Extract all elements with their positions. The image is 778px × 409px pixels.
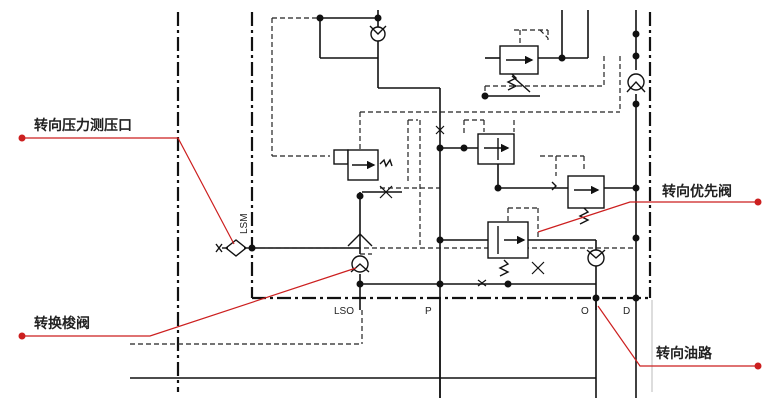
upper-relief-valve xyxy=(499,45,539,93)
port-labels: LSM LSO P O D xyxy=(239,213,630,317)
callout-labels: 转向压力测压口 转向优先阀 转换梭阀 转向油路 xyxy=(34,117,732,362)
junction-dots xyxy=(248,14,640,302)
top-check-valve xyxy=(369,25,387,42)
port-label-d: D xyxy=(623,306,630,317)
callout-line-oil-line xyxy=(597,305,758,367)
callout-line-priority-valve xyxy=(537,201,758,233)
callout-label-test-port: 转向压力测压口 xyxy=(34,117,132,134)
callout-dots xyxy=(18,134,762,370)
port-label-o: O xyxy=(581,306,589,317)
callout-label-oil-line: 转向油路 xyxy=(656,345,713,362)
port-label-p: P xyxy=(425,306,432,317)
port-label-lso: LSO xyxy=(334,306,354,317)
solid-lines xyxy=(130,10,637,398)
upper-priority-element xyxy=(477,133,515,165)
lsm-test-port xyxy=(215,239,252,257)
callout-label-priority-valve: 转向优先阀 xyxy=(662,183,732,200)
port-label-lsm: LSM xyxy=(239,213,250,234)
right-check-valve xyxy=(626,73,646,93)
restrictor-symbols xyxy=(379,125,545,287)
solenoid-valve xyxy=(333,149,393,181)
dashed-lines xyxy=(130,17,636,345)
callout-line-shuttle-valve xyxy=(22,267,357,337)
right-relief-valve xyxy=(551,175,605,225)
callout-label-shuttle-valve: 转换梭阀 xyxy=(34,315,90,332)
o-port-check-valve xyxy=(586,249,606,267)
callout-line-test-port xyxy=(22,137,235,245)
callouts xyxy=(22,137,758,367)
shuttle-valve-symbol xyxy=(347,233,373,273)
steering-priority-valve-symbol xyxy=(487,221,529,277)
